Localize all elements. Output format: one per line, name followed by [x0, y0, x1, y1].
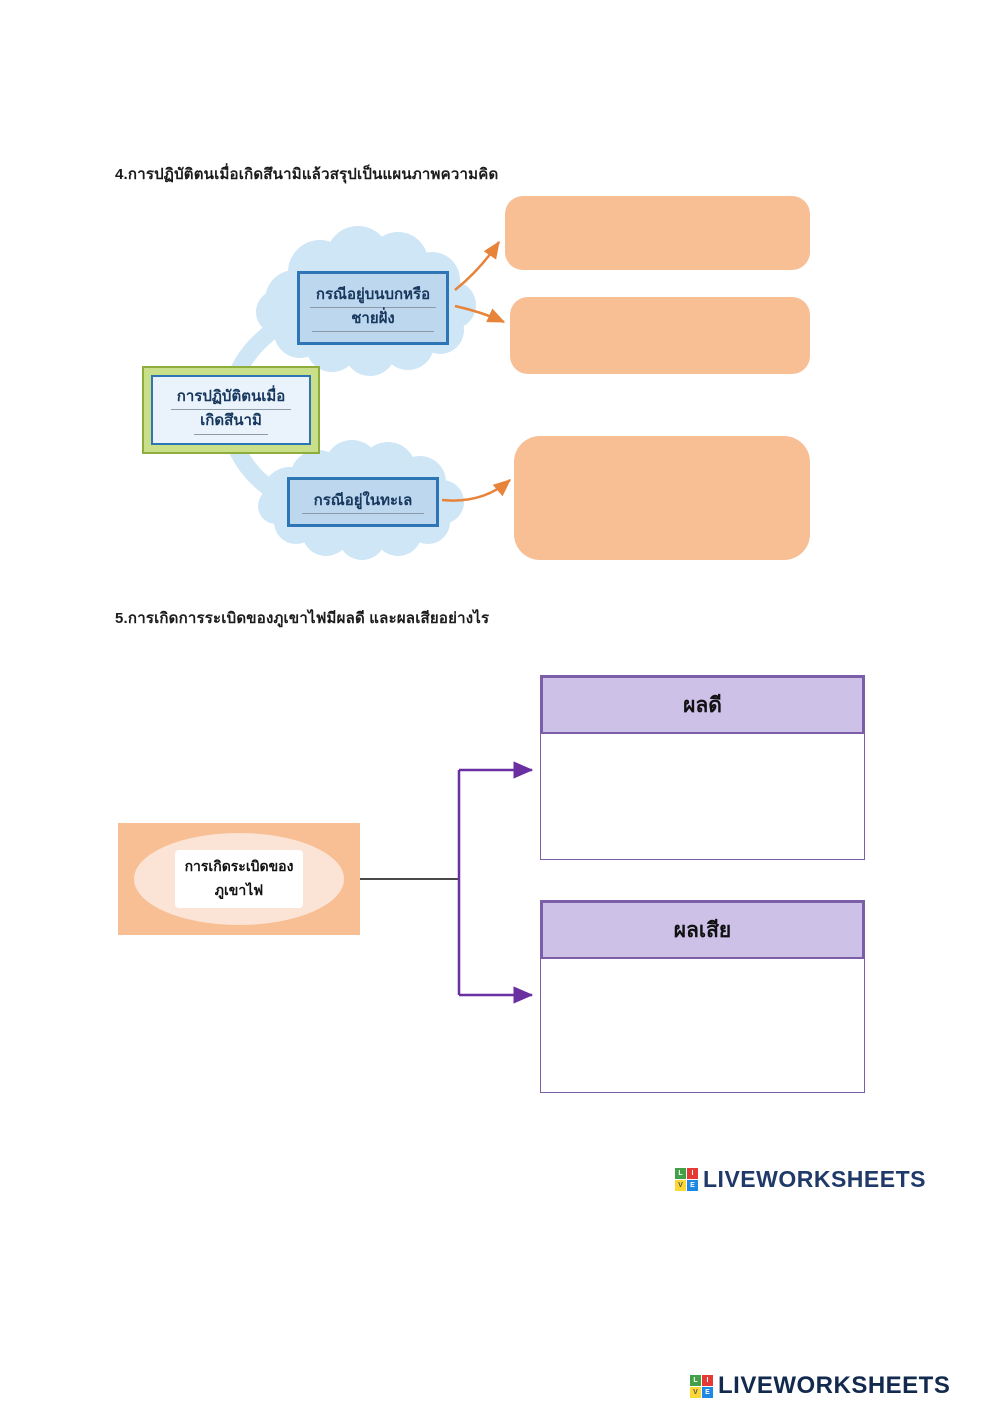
volcano-label-line1: การเกิดระเบิดของ [184, 858, 294, 875]
volcano-ellipse: การเกิดระเบิดของ ภูเขาไฟ [134, 833, 344, 925]
bad-effects-header: ผลเสีย [541, 901, 864, 959]
answer-box-sea[interactable] [514, 436, 810, 560]
question-4-text: 4.การปฏิบัติตนเมื่อเกิดสึนามิแล้วสรุปเป็… [115, 166, 499, 183]
bad-effects-title: ผลเสีย [673, 918, 732, 942]
node-branch-sea: กรณีอยู่ในทะเล [287, 477, 439, 527]
good-effects-header: ผลดี [541, 676, 864, 734]
logo-square-2: I [702, 1374, 713, 1386]
bad-effects-box: ผลเสีย [540, 900, 865, 1093]
logo-square-3: V [690, 1386, 701, 1398]
node-center-line1: การปฏิบัติตนเมื่อ [170, 386, 292, 410]
good-effects-answer-area[interactable] [541, 734, 864, 861]
node-branch-land-line1: กรณีอยู่บนบกหรือ [309, 284, 437, 308]
bad-effects-answer-area[interactable] [541, 959, 864, 1094]
liveworksheets-icon: L I V E [690, 1374, 713, 1398]
logo-wordmark: LIVEWORKSHEETS [718, 1372, 951, 1399]
question-5-text: 5.การเกิดการระเบิดของภูเขาไฟมีผลดี และผล… [115, 610, 490, 627]
good-effects-title: ผลดี [683, 693, 722, 717]
liveworksheets-logo-mid: L I V E LIVEWORKSHEETS [675, 1166, 926, 1193]
good-effects-box: ผลดี [540, 675, 865, 860]
logo-square-1: L [675, 1168, 686, 1179]
node-center-inner: การปฏิบัติตนเมื่อ เกิดสึนามิ [151, 375, 311, 445]
liveworksheets-logo-bottom: L I V E LIVEWORKSHEETS [690, 1372, 950, 1400]
volcano-connectors [360, 761, 534, 1004]
logo-square-1: L [690, 1374, 701, 1386]
logo-square-2: I [687, 1168, 698, 1179]
answer-box-land-1[interactable] [505, 196, 810, 270]
tsunami-arrows [441, 240, 511, 502]
node-branch-land: กรณีอยู่บนบกหรือ ชายฝั่ง [297, 271, 449, 345]
logo-square-4: E [687, 1180, 698, 1191]
node-branch-land-line2: ชายฝั่ง [312, 308, 434, 332]
node-center-volcano: การเกิดระเบิดของ ภูเขาไฟ [118, 823, 360, 935]
answer-box-land-2[interactable] [510, 297, 810, 374]
liveworksheets-icon: L I V E [675, 1168, 698, 1191]
node-branch-sea-line: กรณีอยู่ในทะเล [302, 490, 424, 514]
node-center-line2: เกิดสึนามิ [194, 410, 268, 435]
logo-wordmark: LIVEWORKSHEETS [703, 1166, 926, 1192]
logo-square-3: V [675, 1180, 686, 1191]
node-center-tsunami: การปฏิบัติตนเมื่อ เกิดสึนามิ [142, 366, 320, 454]
logo-square-4: E [702, 1386, 713, 1398]
volcano-label-line2: ภูเขาไฟ [214, 882, 264, 898]
volcano-label: การเกิดระเบิดของ ภูเขาไฟ [174, 850, 304, 908]
